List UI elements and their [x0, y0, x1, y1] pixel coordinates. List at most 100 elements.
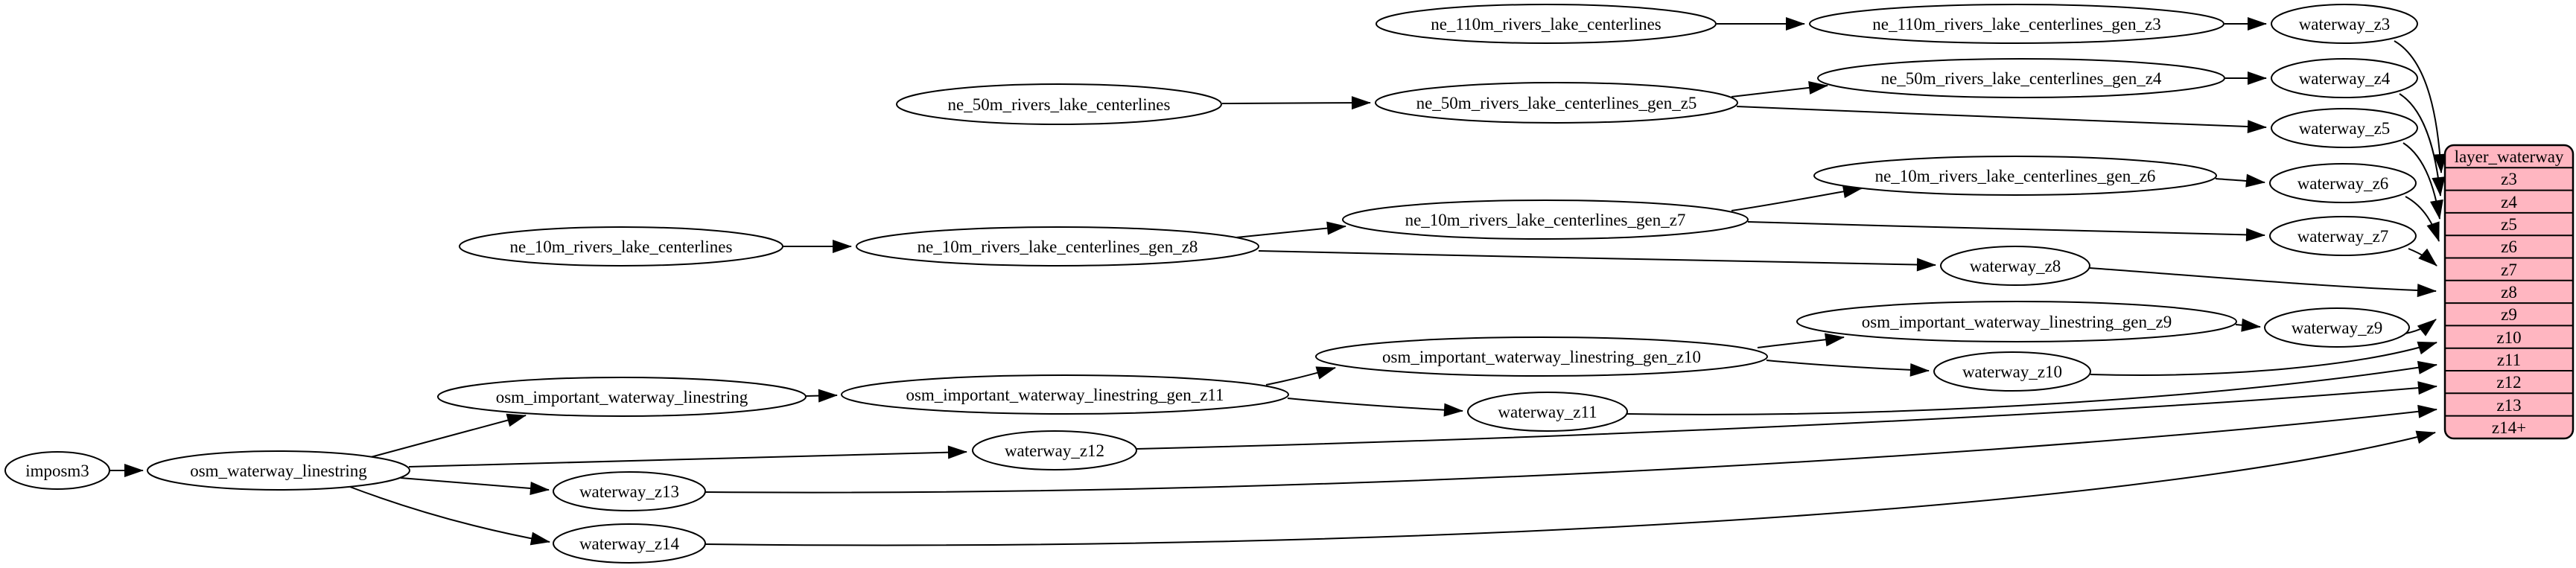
node-waterway-z13: waterway_z13 — [553, 471, 706, 511]
record-row-z3: z3 — [2501, 170, 2517, 188]
node-label: ne_110m_rivers_lake_centerlines_gen_z3 — [1872, 15, 2160, 33]
edge-waterway-z10-to-row-z10 — [2090, 341, 2437, 376]
node-shape — [2271, 4, 2418, 44]
node-shape — [147, 450, 410, 491]
node-shape — [972, 430, 1137, 470]
node-shape — [2271, 108, 2418, 148]
node-shape — [2264, 307, 2410, 348]
node-label: waterway_z13 — [579, 482, 679, 501]
record-row-z12: z12 — [2496, 373, 2521, 392]
node-ne-110m-rivers-lake-centerlines: ne_110m_rivers_lake_centerlines — [1376, 4, 1717, 44]
node-shape — [553, 471, 706, 511]
node-shape — [1796, 301, 2237, 342]
node-label: ne_50m_rivers_lake_centerlines_gen_z5 — [1416, 94, 1697, 112]
record-row-z13: z13 — [2496, 396, 2521, 415]
edge-osm-waterway-linestring-to-osm-important-waterway-linestring — [370, 413, 527, 458]
node-label: osm_important_waterway_linestring_gen_z1… — [1382, 348, 1701, 366]
node-shape — [4, 451, 110, 490]
node-label: ne_50m_rivers_lake_centerlines — [948, 95, 1171, 114]
node-osm-waterway-linestring: osm_waterway_linestring — [147, 450, 410, 491]
record-layer-waterway: layer_waterway z3 z4 z5 z6 z7 z8 z9 z10 … — [2443, 144, 2575, 440]
node-label: waterway_z3 — [2299, 15, 2391, 33]
edge-gen-z8-to-gen-z7 — [1235, 221, 1346, 238]
node-waterway-z5: waterway_z5 — [2271, 108, 2418, 148]
node-label: ne_10m_rivers_lake_centerlines_gen_z8 — [917, 237, 1198, 256]
edge-gen-z7-to-gen-z6 — [1731, 185, 1863, 211]
edge-waterway-z11-to-row-z11 — [1626, 360, 2437, 415]
node-shape — [2269, 216, 2417, 256]
edge-gen-z10-to-waterway-z10 — [1766, 360, 1930, 377]
node-label: ne_10m_rivers_lake_centerlines_gen_z7 — [1405, 211, 1686, 229]
record-row-z4: z4 — [2501, 193, 2517, 211]
node-shape — [553, 523, 706, 564]
node-shape — [437, 377, 807, 417]
edge-waterway-z6-to-row-z6 — [2405, 196, 2440, 242]
node-waterway-z14: waterway_z14 — [553, 523, 706, 564]
edge-waterway-z14-to-row-z14plus — [705, 430, 2436, 546]
edge-waterway-z12-to-row-z12 — [1136, 381, 2437, 450]
edge-gen-z9-to-waterway-z9 — [2235, 318, 2261, 332]
node-label: waterway_z10 — [1962, 363, 2062, 381]
node-ne-50m-rivers-lake-centerlines: ne_50m_rivers_lake_centerlines — [896, 83, 1222, 125]
node-label: osm_important_waterway_linestring_gen_z1… — [906, 386, 1224, 404]
node-shape — [1467, 392, 1628, 432]
node-waterway-z11: waterway_z11 — [1467, 392, 1628, 432]
node-shape — [856, 226, 1259, 267]
edge-gen-z11-to-waterway-z11 — [1287, 398, 1463, 417]
node-shape — [1809, 4, 2224, 44]
node-label: waterway_z8 — [1970, 257, 2061, 275]
edge-gen-z8-to-waterway-z8 — [1258, 250, 1936, 272]
node-osm-important-waterway-linestring-gen-z11: osm_important_waterway_linestring_gen_z1… — [841, 374, 1289, 415]
record-row-z6: z6 — [2501, 237, 2517, 256]
node-shape — [841, 374, 1289, 415]
node-ne-50m-rivers-lake-centerlines-gen-z4: ne_50m_rivers_lake_centerlines_gen_z4 — [1817, 58, 2225, 98]
node-shape — [1315, 336, 1768, 377]
node-waterway-z3: waterway_z3 — [2271, 4, 2418, 44]
node-shape — [1933, 351, 2091, 392]
node-label: ne_10m_rivers_lake_centerlines_gen_z6 — [1875, 167, 2156, 185]
edge-waterway-z3-to-row-z3 — [2394, 40, 2447, 173]
record-row-z14plus: z14+ — [2492, 418, 2526, 437]
node-waterway-z7: waterway_z7 — [2269, 216, 2417, 256]
node-label: waterway_z6 — [2297, 174, 2389, 193]
edge-waterway-z13-to-row-z13 — [705, 404, 2437, 494]
record-title: layer_waterway — [2455, 147, 2564, 166]
edge-waterway-z9-to-row-z9 — [2405, 319, 2437, 336]
edge-gen-z5-to-waterway-z5 — [1736, 106, 2267, 134]
node-label: osm_important_waterway_linestring_gen_z9 — [1862, 313, 2172, 331]
edge-osm-important-waterway-linestring-to-gen-z11 — [805, 389, 838, 403]
node-osm-important-waterway-linestring-gen-z9: osm_important_waterway_linestring_gen_z9 — [1796, 301, 2237, 342]
node-shape — [1817, 58, 2225, 98]
record-row-z5: z5 — [2501, 215, 2517, 234]
record-outline — [2443, 144, 2575, 440]
node-waterway-z8: waterway_z8 — [1940, 246, 2090, 286]
node-label: waterway_z4 — [2299, 69, 2391, 88]
node-shape — [1376, 4, 1717, 44]
node-waterway-z9: waterway_z9 — [2264, 307, 2410, 348]
node-shape — [2269, 163, 2417, 203]
node-ne-10m-rivers-lake-centerlines-gen-z8: ne_10m_rivers_lake_centerlines_gen_z8 — [856, 226, 1259, 267]
edge-osm-waterway-linestring-to-waterway-z12 — [408, 445, 967, 468]
node-ne-10m-rivers-lake-centerlines-gen-z7: ne_10m_rivers_lake_centerlines_gen_z7 — [1342, 200, 1749, 240]
node-label: waterway_z12 — [1005, 441, 1104, 460]
node-label: waterway_z14 — [579, 535, 680, 553]
edge-waterway-z4-to-row-z4 — [2399, 93, 2446, 197]
node-shape — [2271, 58, 2418, 98]
node-imposm3: imposm3 — [4, 451, 110, 490]
node-label: imposm3 — [25, 462, 89, 480]
edge-gen-z11-to-gen-z10 — [1265, 366, 1336, 386]
node-waterway-z6: waterway_z6 — [2269, 163, 2417, 203]
node-shape — [1813, 156, 2217, 196]
node-ne-50m-rivers-lake-centerlines-gen-z5: ne_50m_rivers_lake_centerlines_gen_z5 — [1375, 82, 1738, 124]
edge-gen-z7-to-waterway-z7 — [1747, 221, 2265, 242]
edge-gen-z5-to-gen-z4 — [1731, 81, 1828, 98]
node-shape — [1375, 82, 1738, 124]
record-row-z7: z7 — [2501, 261, 2517, 279]
edge-waterway-z7-to-row-z7 — [2408, 248, 2437, 267]
edge-waterway-z8-to-row-z8 — [2089, 267, 2437, 298]
node-label: waterway_z5 — [2299, 119, 2391, 138]
node-ne-110m-rivers-lake-centerlines-gen-z3: ne_110m_rivers_lake_centerlines_gen_z3 — [1809, 4, 2224, 44]
node-shape — [896, 83, 1222, 125]
edge-osm-waterway-linestring-to-waterway-z14 — [349, 486, 550, 546]
